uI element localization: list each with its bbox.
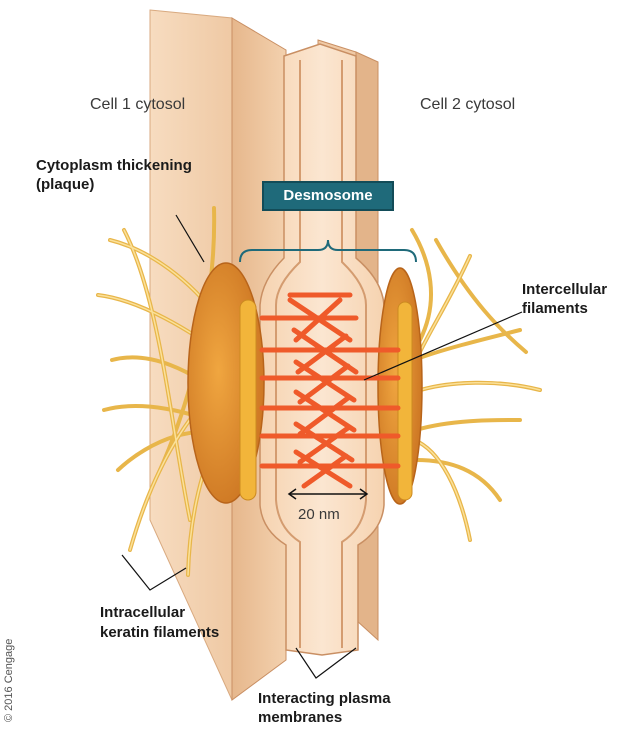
- plaque-right: [378, 268, 422, 504]
- cell1-cytosol-label: Cell 1 cytosol: [90, 96, 185, 114]
- desmosome-badge: Desmosome: [262, 181, 394, 211]
- membranes-label-line2: membranes: [258, 709, 342, 727]
- keratin-label-line1: Intracellular: [100, 604, 185, 622]
- copyright-text: © 2016 Cengage: [3, 639, 15, 722]
- intercellular-label-line2: filaments: [522, 300, 588, 318]
- intercellular-label-line1: Intercellular: [522, 281, 607, 299]
- cell2-cytosol-label: Cell 2 cytosol: [420, 96, 515, 114]
- plaque-left: [188, 263, 264, 503]
- plaque-label-line2: (plaque): [36, 176, 94, 194]
- scale-label: 20 nm: [298, 506, 340, 524]
- plaque-label-line1: Cytoplasm thickening: [36, 157, 192, 175]
- keratin-filaments-right: [412, 230, 540, 540]
- keratin-label-line2: keratin filaments: [100, 624, 219, 642]
- membranes-label-line1: Interacting plasma: [258, 690, 391, 708]
